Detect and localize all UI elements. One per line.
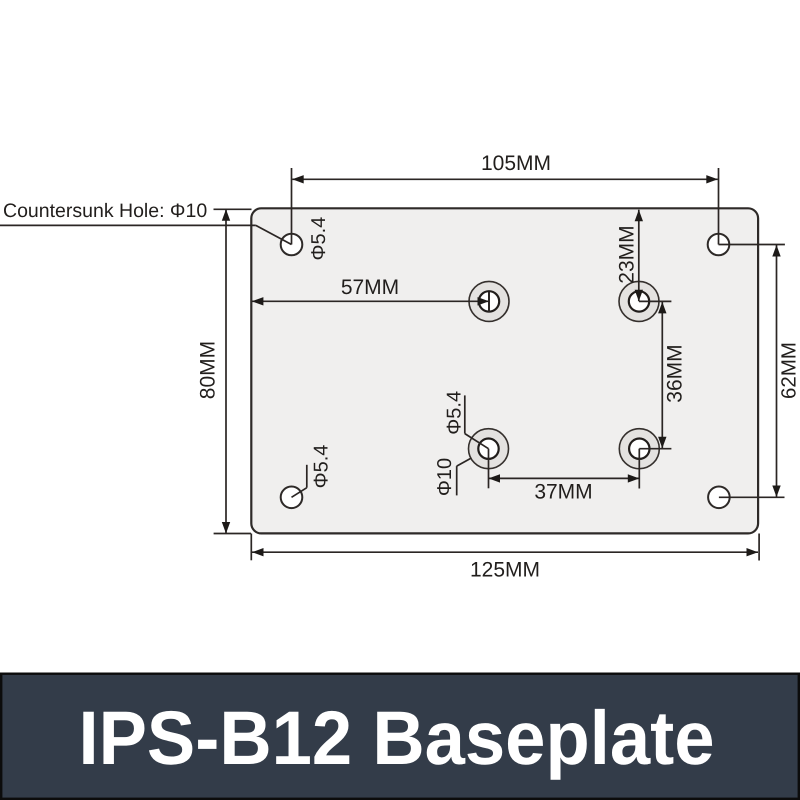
svg-text:80MM: 80MM xyxy=(197,341,220,399)
svg-text:23MM: 23MM xyxy=(616,225,639,283)
svg-text:105MM: 105MM xyxy=(481,152,551,175)
svg-text:IPS-B12 Baseplate: IPS-B12 Baseplate xyxy=(79,696,715,781)
svg-text:57MM: 57MM xyxy=(341,276,399,299)
svg-text:Φ5.4: Φ5.4 xyxy=(308,217,330,261)
svg-text:125MM: 125MM xyxy=(470,559,540,582)
svg-text:Φ5.4: Φ5.4 xyxy=(311,445,333,489)
svg-text:Φ5.4: Φ5.4 xyxy=(443,391,465,435)
svg-text:36MM: 36MM xyxy=(664,344,687,402)
svg-text:Φ10: Φ10 xyxy=(434,458,456,496)
svg-text:Countersunk Hole: Φ10: Countersunk Hole: Φ10 xyxy=(3,200,207,222)
svg-text:62MM: 62MM xyxy=(778,342,800,399)
svg-text:37MM: 37MM xyxy=(534,481,592,504)
